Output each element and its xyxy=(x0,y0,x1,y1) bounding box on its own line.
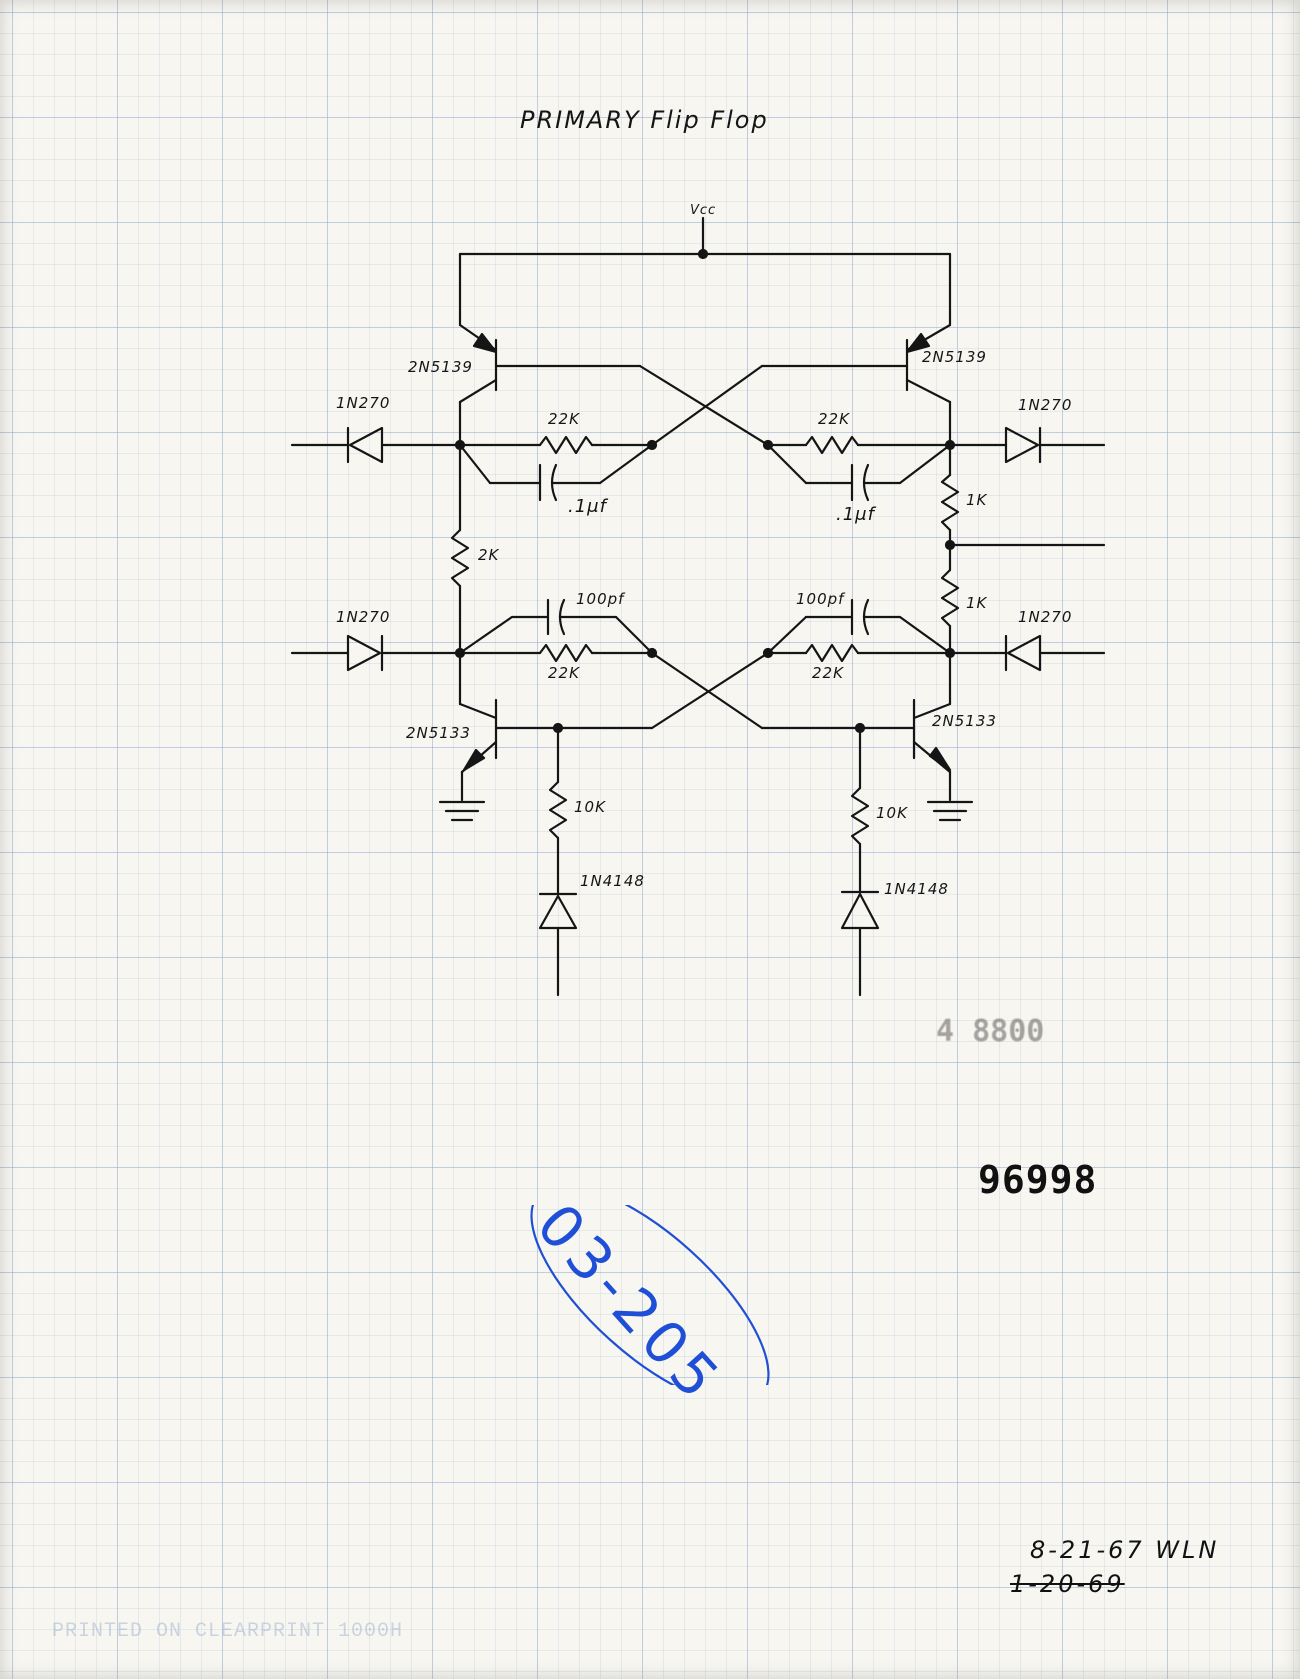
r9-label: 10K xyxy=(876,804,908,822)
diode-d1 xyxy=(290,426,462,464)
resistor-r2-22k xyxy=(762,435,956,455)
q3-label: 2N5133 xyxy=(406,724,471,742)
d4-label: 1N270 xyxy=(1018,608,1072,626)
capacitor-c3-100pf xyxy=(454,598,654,659)
d1-label: 1N270 xyxy=(336,394,390,412)
resistor-r3-2k xyxy=(450,443,470,655)
diode-d2 xyxy=(948,426,1106,464)
capacitor-c4-100pf xyxy=(762,598,956,659)
resistor-r1-22k xyxy=(454,435,658,455)
r2-label: 22K xyxy=(818,410,850,428)
diode-d3 xyxy=(290,634,462,672)
transistor-q1-pnp xyxy=(458,323,498,447)
resistor-r8-10k xyxy=(548,722,568,896)
diode-d6-1n4148 xyxy=(840,890,880,997)
r5-label: 1K xyxy=(966,594,988,612)
d5-label: 1N4148 xyxy=(580,872,645,890)
cross-coupling-bottom xyxy=(650,651,770,730)
resistor-r4-1k xyxy=(940,443,1106,551)
resistor-r5-1k xyxy=(940,543,960,655)
r4-label: 1K xyxy=(966,491,988,509)
diode-d5-1n4148 xyxy=(538,892,578,997)
vcc-label: Vcc xyxy=(690,203,716,218)
blue-ink-oval xyxy=(530,1205,770,1385)
c2-label: .1μf xyxy=(836,504,877,525)
c4-label: 100pf xyxy=(796,590,846,608)
r3-label: 2K xyxy=(478,546,500,564)
document-number-stamp: 96998 xyxy=(978,1158,1098,1202)
vcc-rail xyxy=(458,216,952,327)
transistor-q4-npn xyxy=(760,651,974,822)
r6-label: 22K xyxy=(548,664,580,682)
faded-stamp: 4 8800 xyxy=(936,1014,1045,1049)
c3-label: 100pf xyxy=(576,590,626,608)
transistor-q3-npn xyxy=(438,651,654,822)
r7-label: 22K xyxy=(812,664,844,682)
q4-label: 2N5133 xyxy=(932,712,997,730)
capacitor-c2-01uf xyxy=(766,443,952,502)
diagram-title: PRIMARY Flip Flop xyxy=(520,106,769,134)
diode-d4 xyxy=(948,634,1106,672)
transistor-q2-pnp xyxy=(905,323,952,447)
q1-label: 2N5139 xyxy=(408,358,473,376)
d6-label: 1N4148 xyxy=(884,880,949,898)
d3-label: 1N270 xyxy=(336,608,390,626)
resistor-r9-10k xyxy=(850,722,870,894)
r8-label: 10K xyxy=(574,798,606,816)
resistor-r6-22k xyxy=(458,643,658,663)
cross-coupling-top xyxy=(494,364,909,447)
date-crossed-out: 1-20-69 xyxy=(1010,1570,1125,1598)
resistor-r7-22k xyxy=(766,643,952,663)
q2-label: 2N5139 xyxy=(922,348,987,366)
date-signature: 8-21-67 WLN xyxy=(1030,1536,1220,1564)
r1-label: 22K xyxy=(548,410,580,428)
paper-brand-footer: PRINTED ON CLEARPRINT 1000H xyxy=(52,1620,404,1643)
d2-label: 1N270 xyxy=(1018,396,1072,414)
c1-label: .1μf xyxy=(568,496,609,517)
capacitor-c1-01uf xyxy=(458,443,654,502)
